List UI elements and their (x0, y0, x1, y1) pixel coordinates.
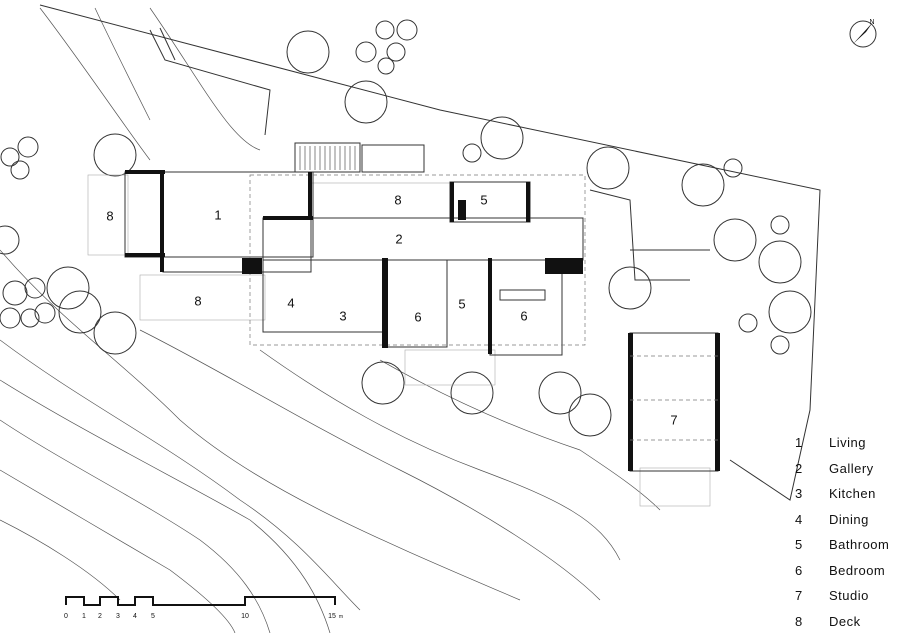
plan-label-dining: 4 (287, 295, 294, 310)
trees (0, 20, 811, 436)
legend-number: 3 (795, 486, 829, 501)
legend-name: Studio (829, 588, 869, 603)
legend-name: Kitchen (829, 486, 876, 501)
plan-label-deck-west: 8 (106, 208, 113, 223)
plan-label-bed-east: 6 (520, 308, 527, 323)
legend-number: 6 (795, 563, 829, 578)
plan-label-deck-north: 8 (394, 192, 401, 207)
north-arrow: N (850, 19, 876, 47)
legend-number: 1 (795, 435, 829, 450)
scale-tick-5: 5 (151, 613, 155, 620)
legend-name: Dining (829, 512, 869, 527)
scale-tick-2: 2 (98, 613, 102, 620)
legend-number: 2 (795, 461, 829, 476)
building (125, 143, 720, 471)
legend-number: 4 (795, 512, 829, 527)
legend-name: Living (829, 435, 866, 450)
plan-label-studio: 7 (670, 412, 677, 427)
scale-bar: 0 1 2 3 4 5 10 15 m (64, 597, 343, 620)
scale-unit: m (339, 614, 343, 620)
north-label: N (869, 19, 874, 26)
plan-label-gallery: 2 (395, 231, 402, 246)
legend-number: 5 (795, 537, 829, 552)
plan-label-living: 1 (214, 207, 221, 222)
decks (88, 175, 710, 506)
plan-label-bath-north: 5 (480, 192, 487, 207)
plan-label-bath-south: 5 (458, 296, 465, 311)
room-labels: 8 1 8 5 2 8 4 3 6 5 6 7 (106, 192, 677, 427)
plan-label-kitchen: 3 (339, 308, 346, 323)
legend-name: Bathroom (829, 537, 889, 552)
scale-tick-10: 10 (241, 613, 249, 620)
scale-tick-4: 4 (133, 613, 137, 620)
plan-label-bed-west: 6 (414, 309, 421, 324)
scale-tick-15: 15 (328, 613, 336, 620)
legend-number: 8 (795, 614, 829, 629)
legend-number: 7 (795, 588, 829, 603)
scale-tick-3: 3 (116, 613, 120, 620)
scale-tick-0: 0 (64, 613, 68, 620)
site-boundary (40, 5, 820, 500)
legend-name: Deck (829, 614, 861, 629)
plan-label-deck-south: 8 (194, 293, 201, 308)
legend-name: Gallery (829, 461, 874, 476)
legend-name: Bedroom (829, 563, 885, 578)
scale-tick-1: 1 (82, 613, 86, 620)
